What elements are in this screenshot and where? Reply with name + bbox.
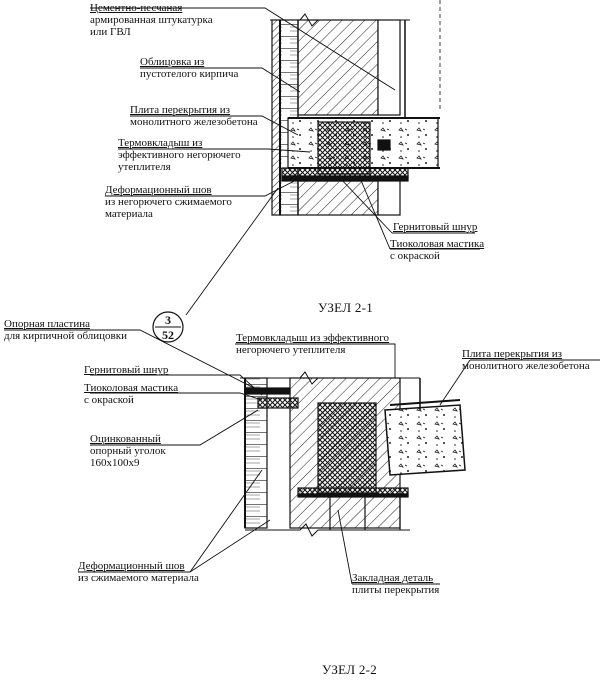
label-plate: Опорная пластина для кирпичной облицовки [4,318,127,342]
node-2-2-title: УЗЕЛ 2-2 [322,662,378,677]
node-2-2-detail [240,371,466,537]
label-cord-2: Гернитовый шнур [84,364,169,376]
node-2-1-detail [270,0,441,216]
callout-bubble [152,187,279,343]
callout-top: 3 [165,313,171,327]
label-cladding: Облицовка из пустотелого кирпича [140,56,239,80]
label-mastic-1: Тиоколовая мастика с окраской [390,238,485,262]
label-slab-1: Плита перекрытия из монолитного железобе… [130,104,258,128]
label-insert-1: Термовкладыш из эффективного негорючего … [118,137,241,173]
label-joint-1: Деформационный шов из негорючего сжимаем… [105,184,232,220]
node-2-1-leaders [90,7,480,250]
label-mastic-2: Тиоколовая мастика с окраской [84,382,179,406]
label-joint-2: Деформационный шов из сжимаемого материа… [78,560,199,584]
node-2-2-leaders [4,329,600,585]
label-embed: Закладная деталь плиты перекрытия [352,572,440,596]
label-plaster: Цементно-песчаная армированная штукатурк… [90,2,213,38]
label-angle: Оцинкованный опорный уголок 160х100х9 [90,433,166,469]
label-cord-1: Гернитовый шнур [393,221,478,233]
label-slab-2: Плита перекрытия из монолитного железобе… [462,348,590,372]
label-insert-2: Термовкладыш из эффективного негорючего … [236,332,390,356]
node-2-1-title: УЗЕЛ 2-1 [318,300,374,315]
callout-bottom: 52 [162,328,174,342]
